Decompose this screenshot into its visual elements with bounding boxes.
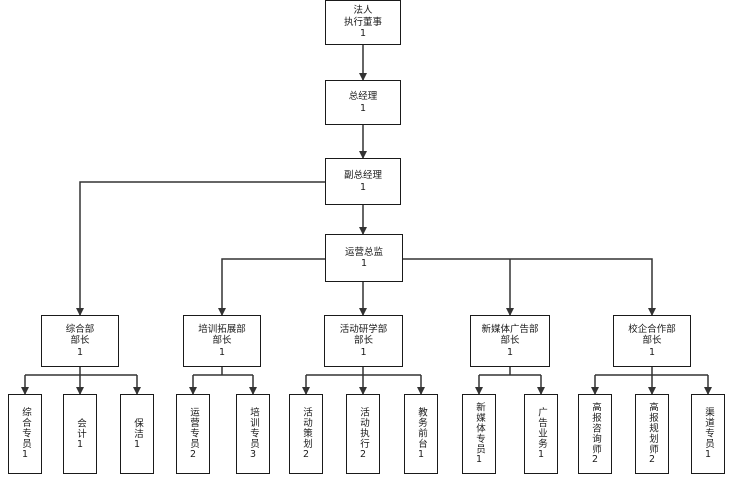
- node-staff-front-desk: 教务前台 1: [404, 394, 438, 474]
- node-staff-operations-specialist: 运营专员 2: [176, 394, 210, 474]
- node-staff-training-specialist: 培训专员 3: [236, 394, 270, 474]
- node-dept-new-media: 新媒体广告部 部长 1: [470, 315, 550, 367]
- node-count: 1: [76, 438, 84, 450]
- node-count: 1: [359, 181, 367, 193]
- node-legal-representative: 法人 执行董事 1: [325, 0, 401, 45]
- node-staff-activity-planning: 活动策划 2: [289, 394, 323, 474]
- node-count: 1: [133, 438, 141, 450]
- node-staff-new-media-specialist: 新媒体专员 1: [462, 394, 496, 474]
- node-dept-training: 培训拓展部 部长 1: [183, 315, 261, 367]
- node-staff-channel-specialist: 渠道专员 1: [691, 394, 725, 474]
- node-count: 2: [359, 449, 367, 460]
- edge-ops-to-training: [218, 258, 325, 316]
- node-label: 部长: [212, 335, 232, 347]
- node-label: 运营总监: [344, 246, 383, 258]
- node-dept-activity: 活动研学部 部长 1: [324, 315, 403, 367]
- node-count: 1: [475, 454, 483, 466]
- node-staff-general-clerk: 综合专员 1: [8, 394, 42, 474]
- node-dept-school-enterprise: 校企合作部 部长 1: [613, 315, 691, 367]
- node-label: 新媒体专员: [474, 401, 485, 455]
- node-label: 培训拓展部: [198, 323, 246, 335]
- node-label: 运营专员: [188, 407, 199, 449]
- node-count: 1: [648, 346, 656, 358]
- node-label: 活动执行: [358, 407, 369, 449]
- node-label: 部长: [353, 335, 373, 347]
- node-staff-cleaner: 保洁 1: [120, 394, 154, 474]
- node-label: 培训专员: [248, 407, 259, 449]
- node-label: 渠道专员: [703, 407, 714, 449]
- node-count: 1: [21, 449, 29, 460]
- node-staff-admission-planner: 高报规划师 2: [635, 394, 669, 474]
- node-count: 1: [417, 449, 425, 460]
- node-dept-general: 综合部 部长 1: [41, 315, 119, 367]
- node-operations-director: 运营总监 1: [325, 234, 403, 282]
- node-label: 高报咨询师: [590, 401, 601, 455]
- node-count: 1: [537, 449, 545, 460]
- node-count: 2: [591, 454, 599, 466]
- node-staff-admission-consultant: 高报咨询师 2: [578, 394, 612, 474]
- node-count: 1: [76, 346, 84, 358]
- node-label: 部长: [642, 335, 662, 347]
- node-label: 广告业务: [536, 407, 547, 449]
- node-count: 2: [189, 449, 197, 460]
- node-count: 1: [360, 258, 368, 269]
- node-staff-activity-execution: 活动执行 2: [346, 394, 380, 474]
- node-count: 3: [249, 449, 257, 460]
- node-label: 总经理: [348, 91, 378, 102]
- node-label: 会计: [75, 417, 86, 439]
- node-general-manager: 总经理 1: [325, 80, 401, 125]
- node-label: 执行董事: [343, 16, 382, 28]
- node-count: 1: [359, 102, 367, 114]
- node-label: 新媒体广告部: [481, 323, 539, 335]
- node-deputy-general-manager: 副总经理 1: [325, 158, 401, 205]
- node-label: 综合专员: [20, 407, 31, 449]
- node-label: 活动研学部: [339, 323, 388, 335]
- node-count: 2: [648, 454, 656, 466]
- node-count: 1: [218, 346, 226, 358]
- node-label: 校企合作部: [628, 323, 676, 335]
- node-count: 1: [360, 346, 367, 358]
- node-label: 部长: [500, 335, 520, 347]
- node-count: 2: [302, 449, 310, 460]
- node-label: 活动策划: [301, 407, 312, 449]
- node-count: 1: [359, 28, 367, 40]
- node-label: 部长: [70, 335, 90, 347]
- edge-ops-to-media: [403, 258, 656, 316]
- node-staff-accountant: 会计 1: [63, 394, 97, 474]
- edge-deputy-to-general: [76, 181, 325, 316]
- node-label: 高报规划师: [647, 401, 658, 455]
- node-label: 法人: [353, 5, 373, 17]
- node-label: 副总经理: [343, 170, 382, 181]
- node-staff-ad-business: 广告业务 1: [524, 394, 558, 474]
- node-label: 保洁: [132, 417, 143, 439]
- node-count: 1: [506, 346, 514, 358]
- node-label: 教务前台: [416, 407, 427, 449]
- node-count: 1: [704, 449, 712, 460]
- node-label: 综合部: [65, 323, 95, 335]
